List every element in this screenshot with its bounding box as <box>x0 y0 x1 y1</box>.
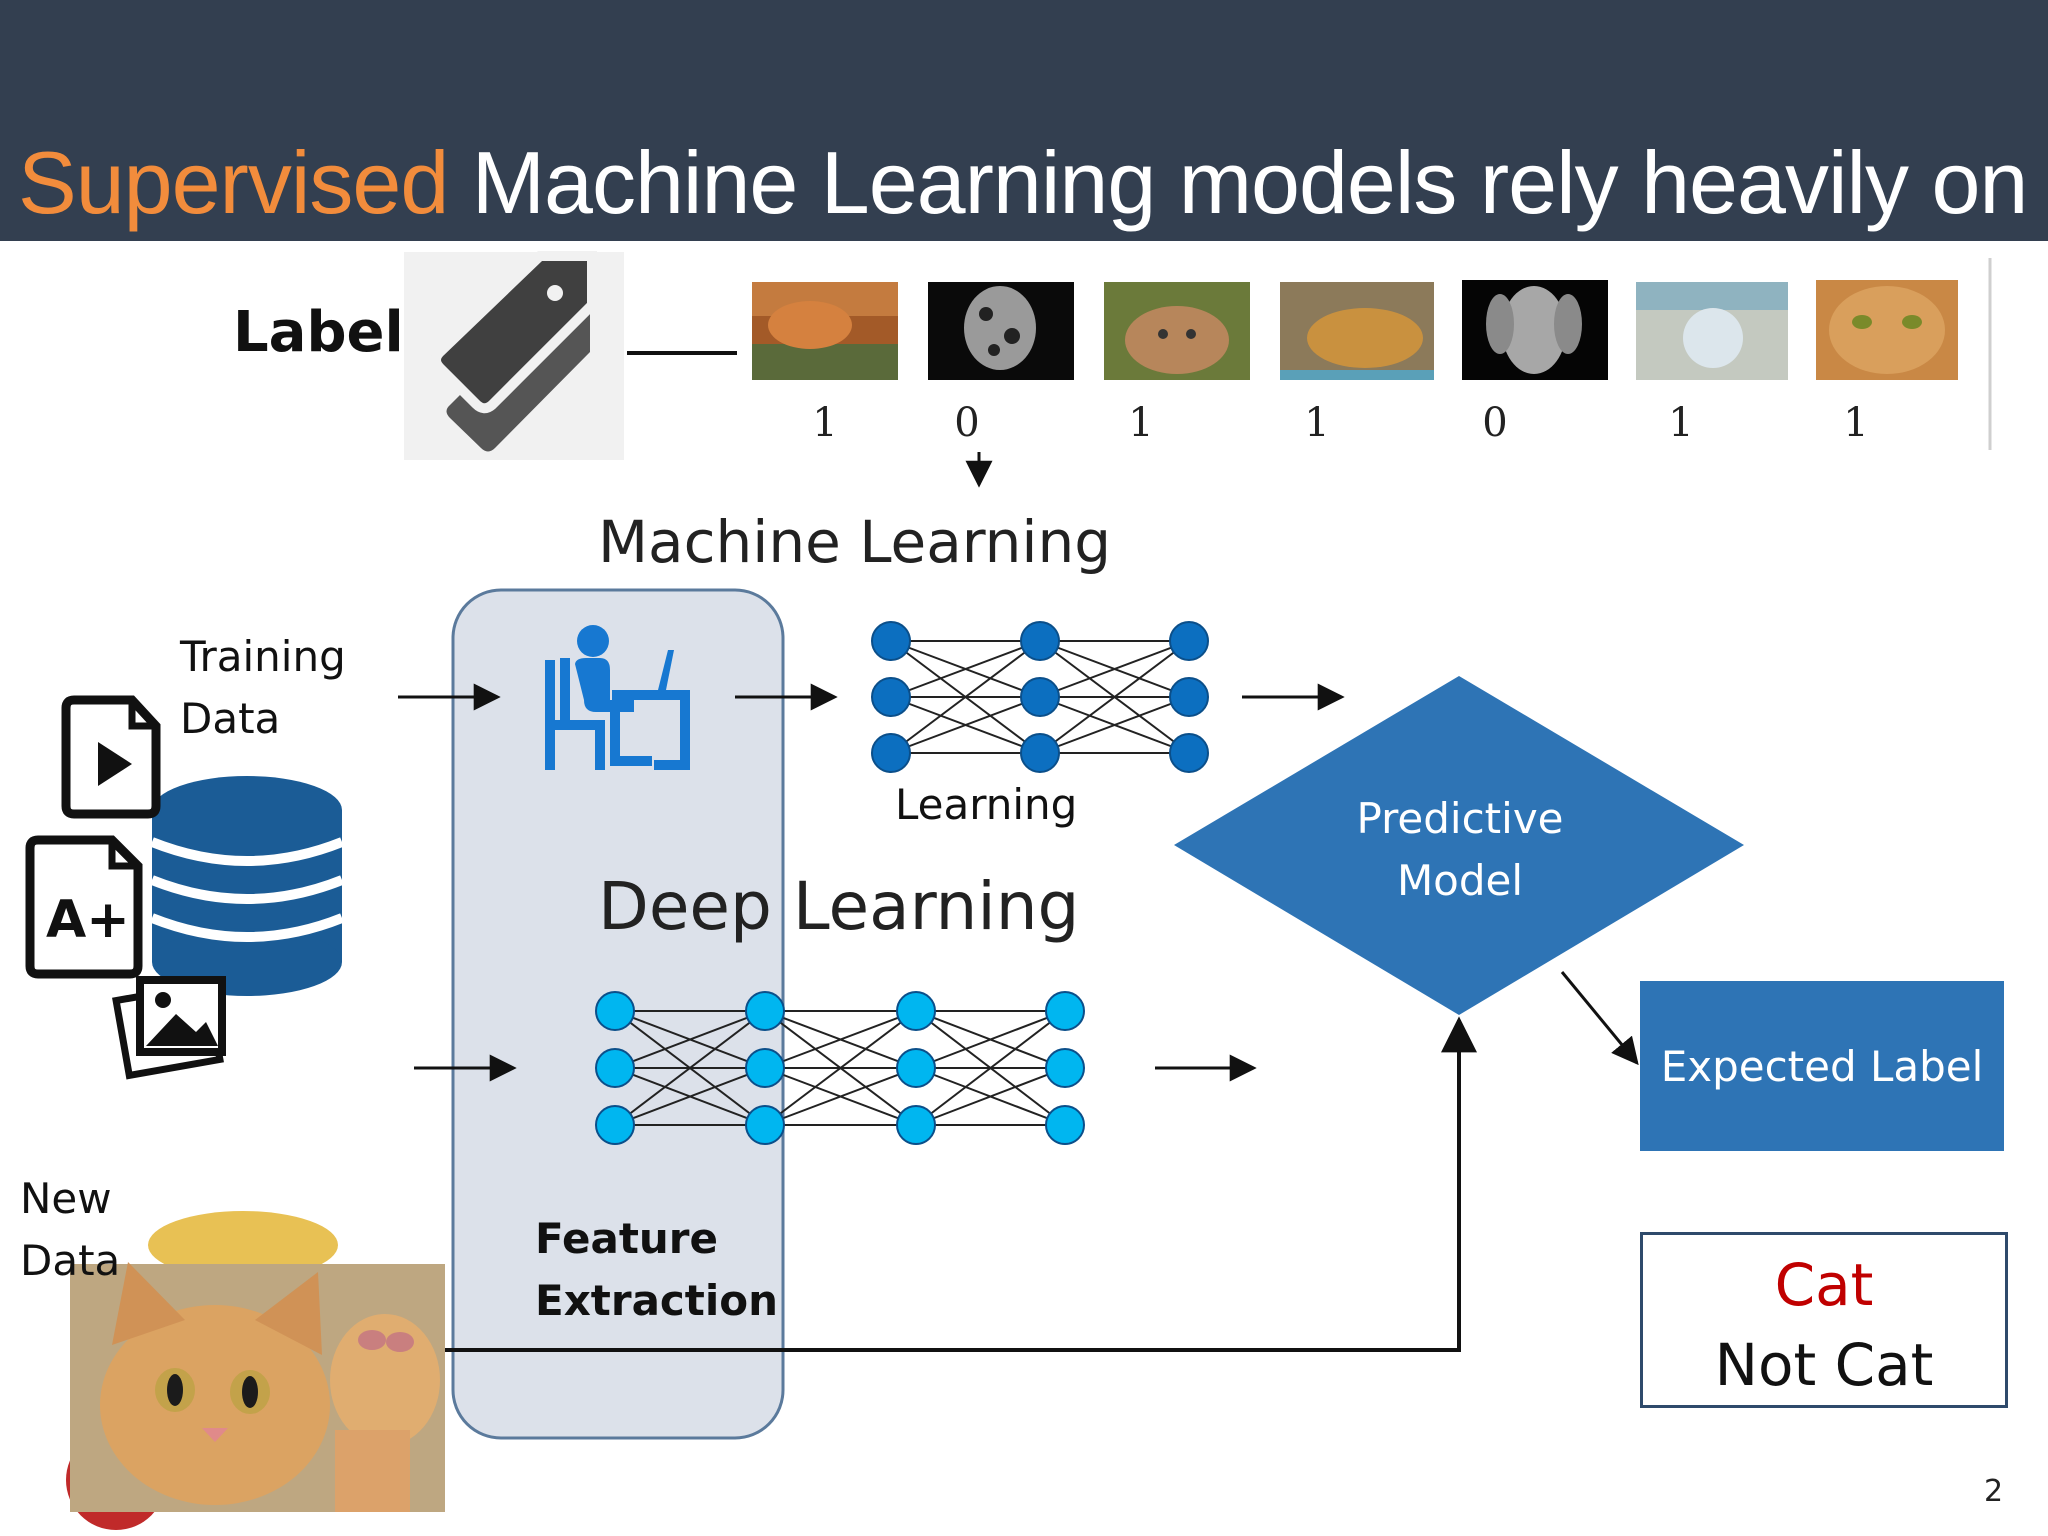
video-file-icon <box>61 695 161 819</box>
expected-label-text: Expected Label <box>1660 1041 1984 1091</box>
new-data-line-2: Data <box>20 1236 121 1285</box>
dl-network-node <box>595 991 635 1031</box>
ml-network-node <box>1169 621 1209 661</box>
training-thumbnail-4 <box>1280 282 1434 380</box>
price-tag-icon <box>431 251 597 452</box>
ml-network-edge <box>1039 696 1190 754</box>
ml-network-node <box>1169 733 1209 773</box>
label-value-1: 1 <box>812 400 838 446</box>
ml-neural-network <box>871 621 1209 773</box>
dl-network-node <box>745 1048 785 1088</box>
dl-network-edge <box>614 1010 766 1069</box>
label-value-7: 1 <box>1843 400 1869 446</box>
dl-network-edge <box>764 1067 917 1126</box>
page-number: 2 <box>1984 1474 2004 1509</box>
dl-network-edge <box>764 1010 917 1126</box>
label-value-4: 1 <box>1304 400 1330 446</box>
ml-network-edge <box>1039 640 1190 754</box>
labels-heading: Labels <box>233 300 438 365</box>
grade-file-icon: A+ <box>25 835 143 979</box>
training-thumbnail-5 <box>1462 280 1608 380</box>
ml-network-edge <box>890 696 1041 754</box>
predictive-model-diamond <box>1174 676 1744 1015</box>
slide-title: Supervised Machine Learning models rely … <box>18 132 2048 234</box>
label-value-6: 1 <box>1668 400 1694 446</box>
training-thumbnail-2 <box>928 282 1074 380</box>
training-data-line-2: Data <box>180 694 281 743</box>
database-icon <box>150 776 344 996</box>
training-data-line-1: Training <box>180 632 346 681</box>
label-value-3: 1 <box>1128 400 1154 446</box>
model-to-label-arrow <box>1560 971 1639 1066</box>
ml-network-edge <box>890 640 1041 754</box>
dl-network-node <box>896 1048 936 1088</box>
feature-extraction-line-1: Feature <box>535 1214 718 1263</box>
ml-network-node <box>871 621 911 661</box>
label-value-2: 0 <box>954 400 980 446</box>
deep-learning-heading: Deep Learning <box>598 868 1080 945</box>
training-thumbnail-3 <box>1104 282 1250 380</box>
ml-network-edge <box>890 640 1041 698</box>
dl-network-node <box>896 1105 936 1145</box>
new-data-blob <box>148 1211 338 1279</box>
person-at-desk-icon <box>545 625 690 770</box>
dl-network-node <box>745 991 785 1031</box>
slide-header: Supervised Machine Learning models rely … <box>0 0 2048 241</box>
training-thumbnail-7 <box>1816 280 1958 380</box>
training-thumbnail-6 <box>1636 282 1788 380</box>
output-cat: Cat <box>1774 1251 1874 1319</box>
title-rest: Machine Learning models rely heavily on … <box>471 133 2048 232</box>
dl-network-node <box>745 1105 785 1145</box>
feature-extraction-label: Feature Extraction <box>535 1208 778 1332</box>
feature-extraction-line-2: Extraction <box>535 1276 779 1325</box>
dl-network-node <box>1045 1048 1085 1088</box>
expected-label-box: Expected Label <box>1640 981 2004 1151</box>
dl-network-node <box>1045 991 1085 1031</box>
ml-network-edge <box>1039 640 1190 698</box>
dl-network-node <box>1045 1105 1085 1145</box>
dl-network-edge <box>915 1010 1066 1126</box>
dl-network-edge <box>614 1010 766 1126</box>
label-value-5: 0 <box>1482 400 1508 446</box>
machine-learning-heading: Machine Learning <box>598 508 1112 576</box>
dl-network-edge <box>915 1067 1066 1126</box>
dl-network-node <box>595 1048 635 1088</box>
training-data-label: Training Data <box>180 626 346 750</box>
svg-text:A+: A+ <box>46 890 130 950</box>
kitten-photo <box>70 1262 445 1512</box>
predictive-model-label: Predictive Model <box>1300 788 1620 912</box>
training-thumbnail-1 <box>752 282 898 380</box>
image-file-icon <box>112 976 226 1080</box>
new-data-to-model-arrow <box>440 1016 1477 1352</box>
dl-network-edge <box>915 1010 1066 1069</box>
ml-network-node <box>871 677 911 717</box>
predictive-model-line-2: Model <box>1396 856 1524 905</box>
ml-network-node <box>1169 677 1209 717</box>
learning-label: Learning <box>895 780 1078 829</box>
dl-network-edge <box>764 1010 917 1069</box>
output-options-box: Cat Not Cat <box>1640 1232 2008 1408</box>
ml-network-node <box>1020 677 1060 717</box>
dl-neural-network <box>595 991 1085 1145</box>
dl-network-node <box>896 991 936 1031</box>
title-accent: Supervised <box>18 133 449 232</box>
new-data-label: New Data <box>20 1168 120 1292</box>
ml-network-node <box>1020 621 1060 661</box>
ml-network-node <box>1020 733 1060 773</box>
new-data-line-1: New <box>20 1174 112 1223</box>
dl-network-edge <box>614 1067 766 1126</box>
dl-network-node <box>595 1105 635 1145</box>
predictive-model-line-1: Predictive <box>1356 794 1564 843</box>
ml-network-node <box>871 733 911 773</box>
output-not-cat: Not Cat <box>1714 1331 1934 1399</box>
